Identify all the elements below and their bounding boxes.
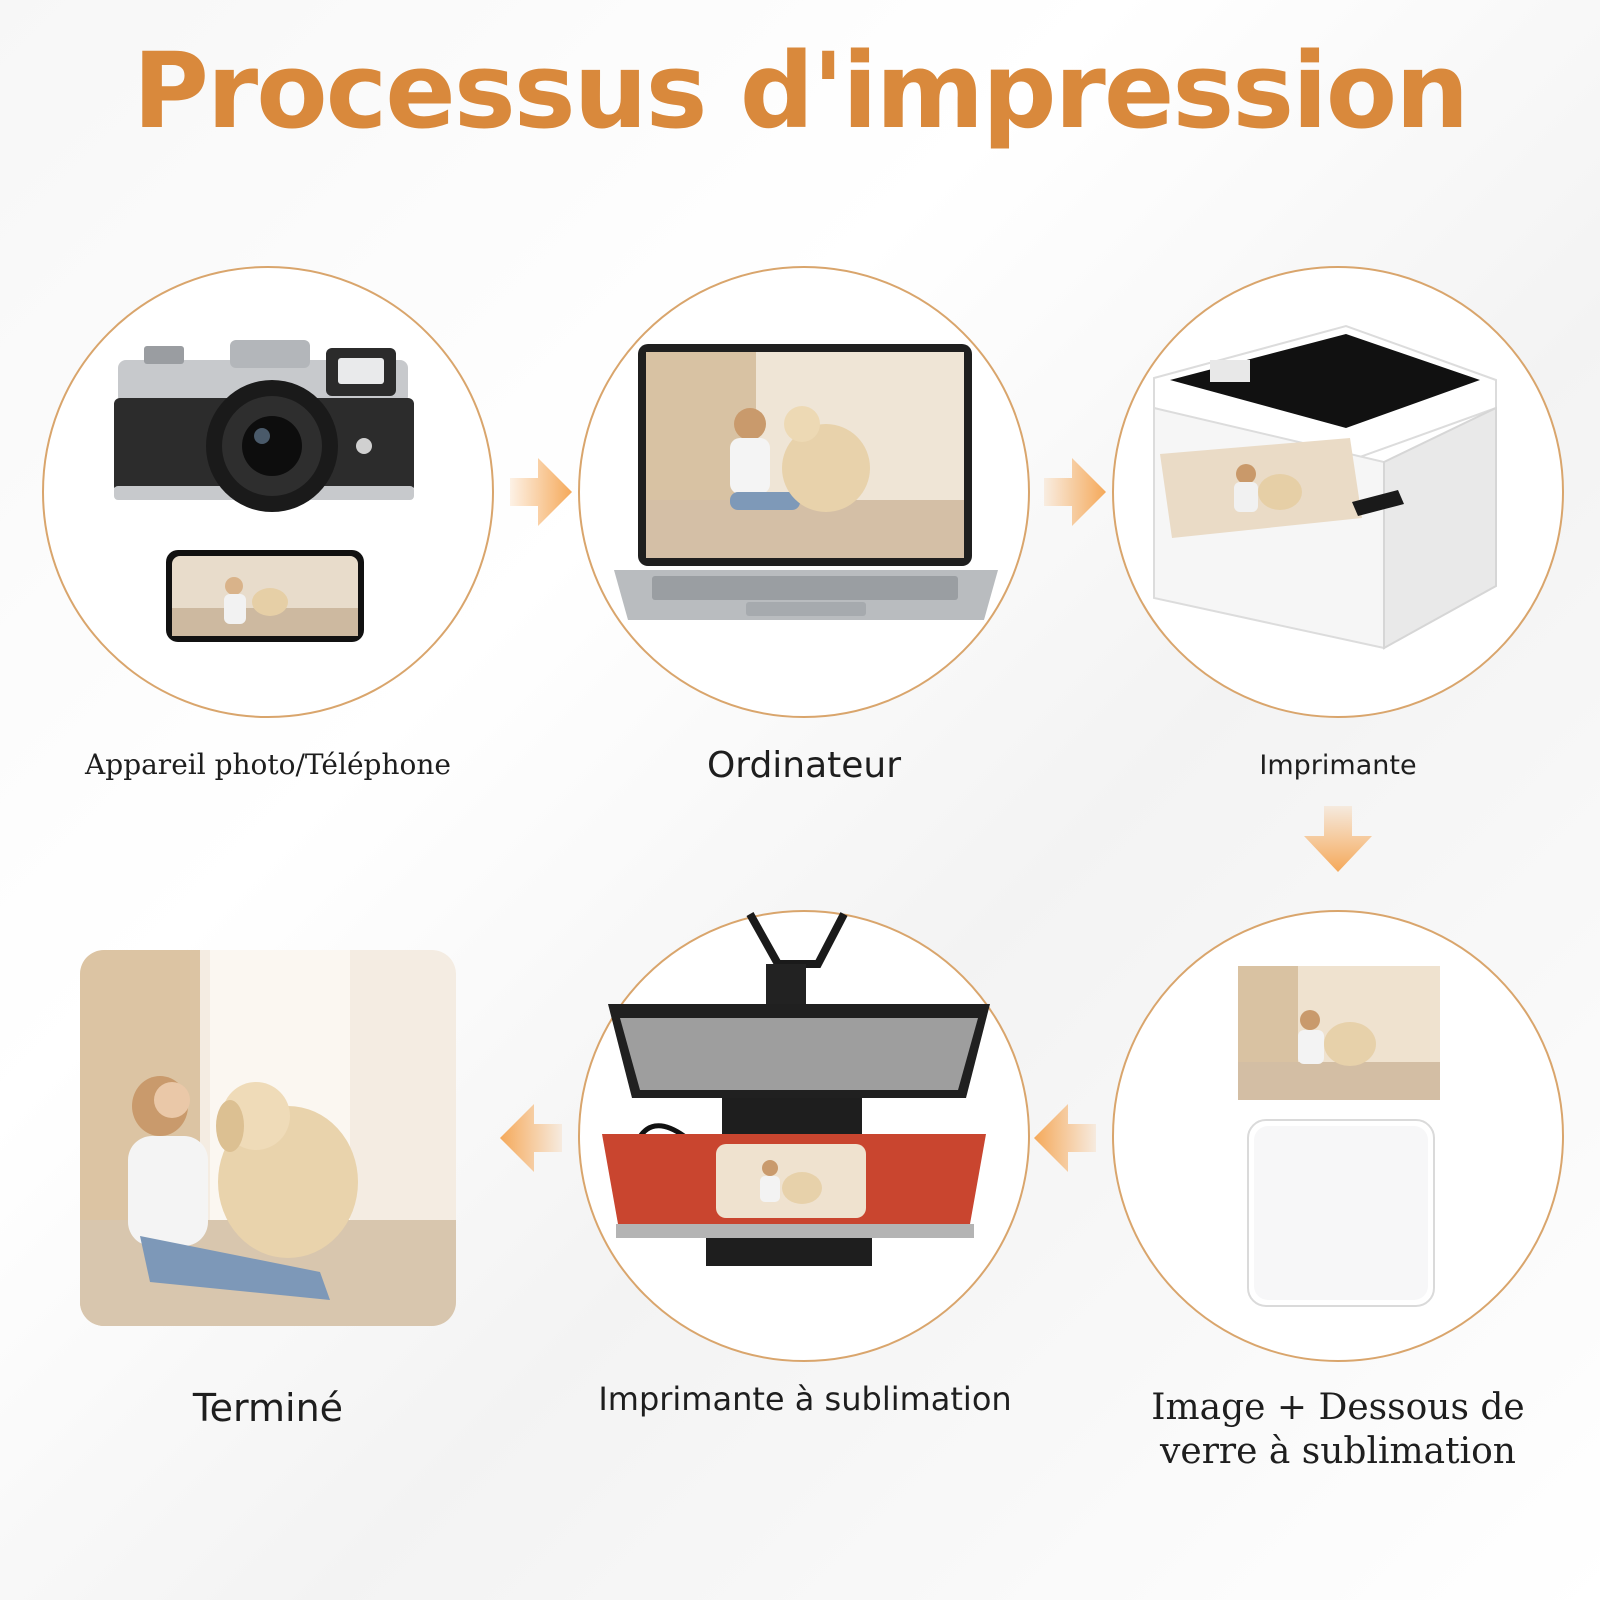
step-label-printer: Imprimante — [1259, 750, 1417, 781]
arrow-right-icon — [1044, 458, 1106, 526]
printer-icon — [1153, 324, 1497, 650]
step-circle-camera — [42, 266, 494, 718]
step-label-heat-press: Imprimante à sublimation — [598, 1380, 1012, 1418]
step-circle-heat-press — [578, 910, 1030, 1362]
step-label-image-coaster-line2: verre à sublimation — [1160, 1431, 1516, 1472]
arrow-left-icon — [1034, 1104, 1096, 1172]
step-circle-printer — [1112, 266, 1564, 718]
step-label-image-coaster: Image + Dessous de verre à sublimation — [1100, 1386, 1576, 1474]
coaster-icon — [1238, 966, 1440, 1307]
heat-press-icon — [602, 912, 990, 1266]
step-label-camera: Appareil photo/Téléphone — [85, 748, 451, 781]
step-label-finished: Terminé — [192, 1386, 344, 1430]
camera-phone-icon — [114, 340, 414, 642]
page-title: Processus d'impression — [132, 30, 1470, 152]
finished-photo-icon — [80, 950, 456, 1326]
step-circle-computer — [578, 266, 1030, 718]
arrow-left-icon — [500, 1104, 562, 1172]
arrow-down-icon — [1304, 806, 1372, 872]
laptop-icon — [614, 344, 998, 620]
step-label-image-coaster-line1: Image + Dessous de — [1151, 1387, 1525, 1428]
finished-photo — [80, 950, 456, 1326]
step-label-computer: Ordinateur — [706, 745, 902, 786]
arrow-right-icon — [510, 458, 572, 526]
step-circle-image-coaster — [1112, 910, 1564, 1362]
